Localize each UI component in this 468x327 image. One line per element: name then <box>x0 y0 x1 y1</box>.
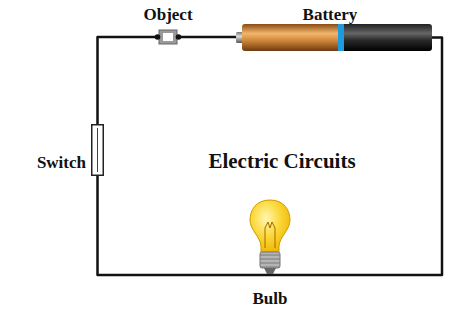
component-label: Battery <box>303 6 358 25</box>
switch-component <box>91 124 104 176</box>
diagram-title: Electric Circuits <box>208 150 355 173</box>
bulb-symbol <box>248 198 292 282</box>
object-component <box>155 29 181 45</box>
circuit-wire <box>98 37 156 124</box>
bulb-component <box>248 198 292 282</box>
battery-component <box>236 24 432 51</box>
component-label: Object <box>143 6 192 25</box>
circuit-wire <box>181 36 236 39</box>
object-symbol <box>155 29 181 45</box>
switch-symbol <box>91 124 104 176</box>
component-label: Switch <box>37 154 86 173</box>
component-label: Bulb <box>253 290 288 309</box>
battery-symbol <box>236 24 432 51</box>
circuit-wire <box>98 176 249 275</box>
